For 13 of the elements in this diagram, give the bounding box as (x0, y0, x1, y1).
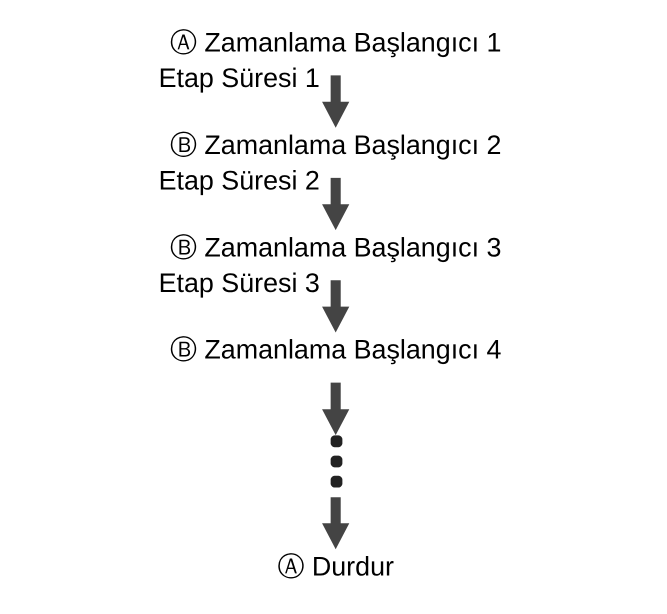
node-text: Ⓐ Durdur (276, 551, 394, 582)
edge-label: Etap Süresi 1 (158, 63, 320, 94)
node-text: Ⓑ Zamanlama Başlangıcı 2 (169, 130, 501, 160)
arrow (322, 280, 349, 333)
node-text: Ⓑ Zamanlama Başlangıcı 3 (169, 232, 501, 262)
edge-label: Etap Süresi 3 (158, 268, 320, 298)
node-text: Ⓑ Zamanlama Başlangıcı 4 (169, 334, 501, 365)
edge-label: Etap Süresi 2 (158, 165, 320, 196)
arrow (322, 497, 349, 550)
arrow (322, 178, 349, 230)
arrow (322, 75, 349, 128)
node-text: Ⓐ Zamanlama Başlangıcı 1 (169, 27, 501, 58)
arrow (322, 382, 349, 436)
